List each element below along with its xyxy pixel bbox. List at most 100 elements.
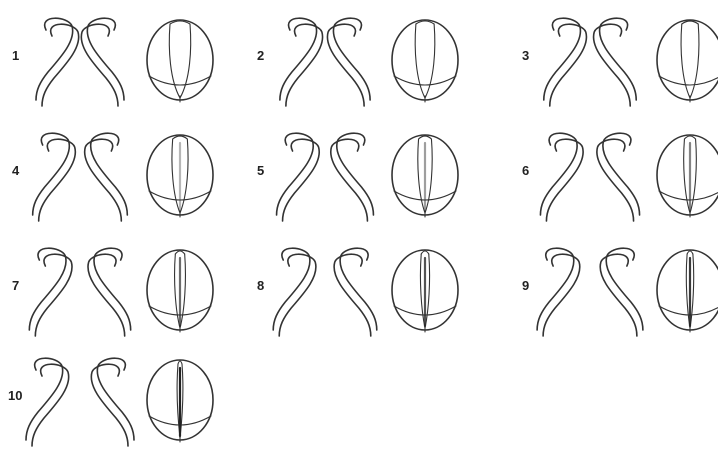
stage-panel-4: 4 — [12, 133, 213, 221]
neural-fold-section — [26, 358, 134, 446]
neural-groove-right-edge — [180, 24, 191, 98]
right-neural-fold — [600, 18, 637, 100]
left-neural-fold — [33, 133, 70, 215]
neural-plate-top — [178, 361, 182, 364]
left-neural-fold-inner — [286, 24, 323, 106]
right-neural-fold-inner — [81, 24, 118, 106]
neural-groove-right-edge — [425, 24, 435, 98]
stage-number-label: 9 — [522, 278, 529, 293]
embryo-dorsal-view — [147, 360, 213, 442]
stage-number-label: 4 — [12, 163, 20, 178]
left-neural-fold — [277, 133, 314, 215]
neural-plate-top — [175, 251, 184, 254]
left-neural-fold — [280, 18, 317, 100]
left-neural-fold — [544, 18, 581, 100]
right-neural-fold — [340, 248, 377, 330]
left-neural-fold-inner — [550, 24, 587, 106]
stage-number-label: 6 — [522, 163, 529, 178]
stage-number-label: 1 — [12, 48, 19, 63]
stage-number-label: 7 — [12, 278, 19, 293]
stage-panel-10: 10 — [8, 358, 213, 446]
neural-groove-left-edge — [415, 24, 425, 98]
embryo-outline — [657, 250, 718, 330]
left-neural-fold — [540, 133, 577, 215]
neural-plate-top — [173, 136, 188, 139]
embryo-dorsal-view — [147, 20, 213, 102]
embryo-outline — [657, 20, 718, 100]
embryo-dorsal-view — [392, 20, 458, 102]
right-neural-fold-inner — [334, 254, 371, 336]
right-neural-fold-inner — [88, 254, 125, 336]
stage-panel-7: 7 — [12, 248, 213, 336]
stage-panel-2: 2 — [257, 18, 458, 106]
neural-fold-section — [280, 18, 370, 106]
neural-groove-left-edge — [169, 24, 180, 98]
stage-panel-8: 8 — [257, 248, 458, 336]
neural-fold-section — [29, 248, 130, 336]
right-neural-fold-inner — [91, 364, 128, 446]
right-neural-fold — [603, 133, 640, 215]
embryo-dorsal-view — [657, 20, 718, 102]
right-neural-fold — [87, 18, 124, 100]
neural-fold-section — [537, 248, 643, 336]
stage-number-label: 8 — [257, 278, 264, 293]
neural-fold-section — [277, 133, 374, 221]
stage-panel-6: 6 — [522, 133, 718, 221]
neural-fold-section — [36, 18, 124, 106]
stage-panel-1: 1 — [12, 18, 213, 106]
left-neural-fold-inner — [39, 139, 76, 221]
embryo-dorsal-view — [657, 250, 718, 332]
neural-plate-top — [687, 251, 693, 254]
left-neural-fold-inner — [279, 254, 316, 336]
stage-number-label: 5 — [257, 163, 264, 178]
right-neural-fold-inner — [600, 254, 637, 336]
left-neural-fold — [26, 358, 63, 440]
right-neural-fold — [94, 248, 131, 330]
neural-fold-section — [33, 133, 128, 221]
left-neural-fold — [36, 18, 73, 100]
right-neural-fold-inner — [594, 24, 631, 106]
stage-number-label: 10 — [8, 388, 22, 403]
somite-boundary-arc — [149, 76, 211, 85]
neural-plate-top — [421, 251, 429, 254]
left-neural-fold-inner — [283, 139, 320, 221]
stage-number-label: 2 — [257, 48, 264, 63]
neural-groove-left-edge — [172, 139, 180, 213]
somite-boundary-arc — [394, 76, 456, 85]
embryo-outline — [147, 20, 213, 100]
right-neural-fold-inner — [597, 139, 634, 221]
right-neural-fold — [337, 133, 374, 215]
left-neural-fold — [29, 248, 66, 330]
right-neural-fold — [333, 18, 370, 100]
right-neural-fold-inner — [85, 139, 122, 221]
left-neural-fold — [273, 248, 310, 330]
left-neural-fold-inner — [42, 24, 79, 106]
right-neural-fold-inner — [327, 24, 364, 106]
right-neural-fold-inner — [331, 139, 368, 221]
neural-groove-left-edge — [681, 24, 690, 98]
right-neural-fold — [91, 133, 128, 215]
right-neural-fold — [97, 358, 134, 440]
somite-boundary-arc — [659, 76, 718, 85]
embryo-outline — [392, 20, 458, 100]
neural-groove-right-edge — [690, 24, 699, 98]
neural-groove-right-edge — [180, 139, 188, 213]
stage-panel-9: 9 — [522, 248, 718, 336]
right-neural-fold — [606, 248, 643, 330]
left-neural-fold-inner — [32, 364, 69, 446]
stage-number-label: 3 — [522, 48, 529, 63]
embryo-dorsal-view — [392, 135, 458, 217]
neural-plate-top — [682, 21, 698, 24]
neural-fold-section — [540, 133, 639, 221]
left-neural-fold-inner — [543, 254, 580, 336]
embryo-dorsal-view — [657, 135, 718, 217]
left-neural-fold-inner — [35, 254, 72, 336]
embryo-dorsal-view — [392, 250, 458, 332]
left-neural-fold — [537, 248, 574, 330]
neural-fold-section — [273, 248, 377, 336]
neural-fold-section — [544, 18, 636, 106]
embryo-dorsal-view — [147, 135, 213, 217]
somite-boundary-arc — [659, 191, 718, 200]
neural-plate-top — [419, 136, 432, 139]
